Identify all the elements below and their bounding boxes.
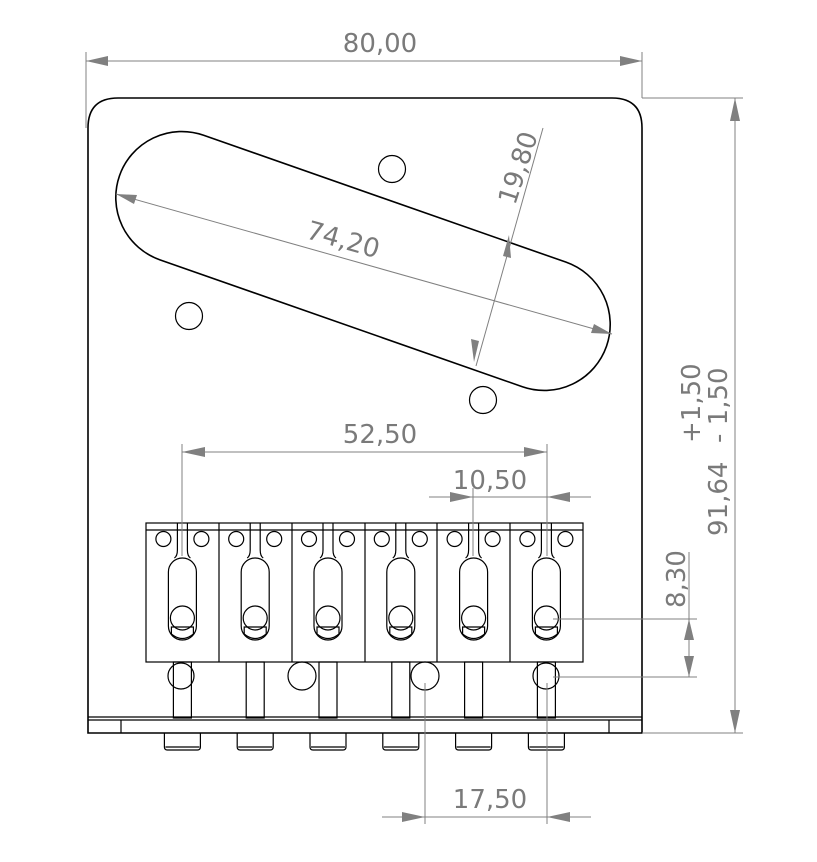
saddle: [155, 523, 210, 641]
intonation-screw: [382, 661, 420, 751]
saddles: [155, 523, 574, 641]
dim-pickup-length: 74,20: [115, 193, 613, 335]
intonation-screw: [455, 661, 493, 751]
dim-overall-width: 80,00: [85, 29, 643, 128]
saddle-screw-hole-4: [532, 662, 560, 690]
saddle: [300, 523, 356, 641]
intonation-screw: [309, 661, 347, 751]
intonation-screw: [163, 661, 201, 751]
saddle: [519, 523, 574, 641]
dim-saddle-pitch: 10,50: [429, 466, 591, 556]
mount-hole-bottom: [468, 385, 498, 415]
dim-mount-offset: 17,50: [382, 683, 591, 824]
pickup-slot: [114, 130, 612, 392]
dim-label-saddle-offset: 8,30: [662, 550, 692, 608]
dim-label-tolerance-plus: +1,50: [677, 363, 707, 443]
dim-label-overall-width: 80,00: [343, 29, 417, 59]
dim-pickup-width: 19,80: [471, 127, 545, 367]
saddle-screw-hole-2: [287, 661, 317, 691]
mount-hole-top: [377, 154, 407, 184]
saddle: [446, 523, 501, 641]
saddle-block: [145, 522, 584, 663]
saddle: [373, 523, 428, 641]
dim-label-saddle-pitch: 10,50: [453, 466, 527, 496]
saddle-screw-hole-1: [167, 662, 195, 690]
dim-label-saddle-span: 52,50: [343, 420, 417, 450]
dim-label-tolerance-minus: - 1,50: [704, 367, 734, 443]
dim-overall-height: 91,64 - 1,50 +1,50: [642, 97, 743, 734]
intonation-screws: [163, 661, 565, 751]
dim-saddle-span: 52,50: [181, 420, 548, 556]
dim-label-pickup-width: 19,80: [493, 128, 545, 208]
saddle: [228, 523, 283, 641]
dim-label-overall-height: 91,64: [704, 462, 734, 536]
intonation-screw: [236, 661, 274, 751]
intonation-screw: [527, 661, 565, 751]
dim-label-mount-offset: 17,50: [453, 785, 527, 815]
dim-saddle-offset: 8,30: [553, 550, 697, 678]
plate-outline: [87, 97, 643, 734]
mount-hole-left: [174, 301, 204, 331]
